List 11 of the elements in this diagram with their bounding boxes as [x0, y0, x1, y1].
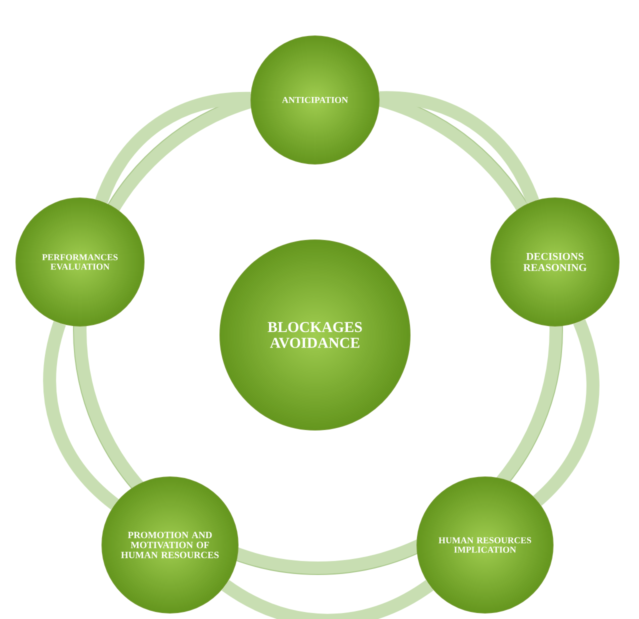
ring-segment: [379, 91, 539, 204]
circle-node: PERFORMANCES EVALUATION: [16, 198, 144, 326]
circle-node: HUMAN RESOURCES IMPLICATION: [416, 476, 554, 614]
circle-node: ANTICIPATION: [250, 36, 380, 164]
ring-segment: [532, 320, 600, 506]
circle-node: PROMOTION AND MOTIVATION OF HUMAN RESOURCES: [102, 476, 238, 614]
circle-node: DECISIONS REASONING: [490, 198, 620, 326]
circle-node: BLOCKAGES AVOIDANCE: [220, 240, 410, 430]
ring-segment: [95, 92, 251, 204]
ring-segment: [222, 580, 434, 619]
ring-segment: [43, 321, 119, 510]
